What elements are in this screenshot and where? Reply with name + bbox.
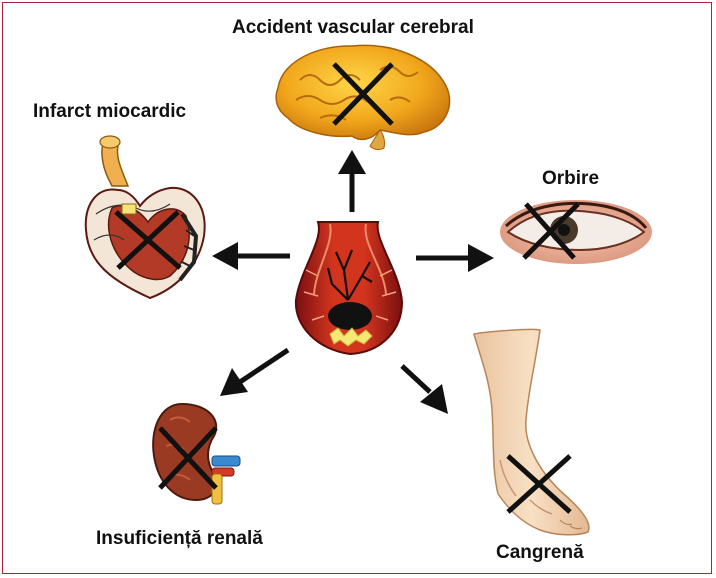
eye-icon (500, 200, 652, 264)
foot-icon (474, 329, 589, 534)
artery-icon (296, 222, 402, 354)
arrow-to-heart (212, 242, 290, 270)
heart-icon (86, 136, 205, 298)
arrow-to-kidney (220, 350, 288, 396)
arrow-to-brain (338, 150, 366, 212)
brain-icon (276, 45, 449, 149)
arrow-to-eye (416, 244, 494, 272)
kidney-icon (153, 404, 240, 504)
arrow-to-foot (402, 366, 448, 414)
